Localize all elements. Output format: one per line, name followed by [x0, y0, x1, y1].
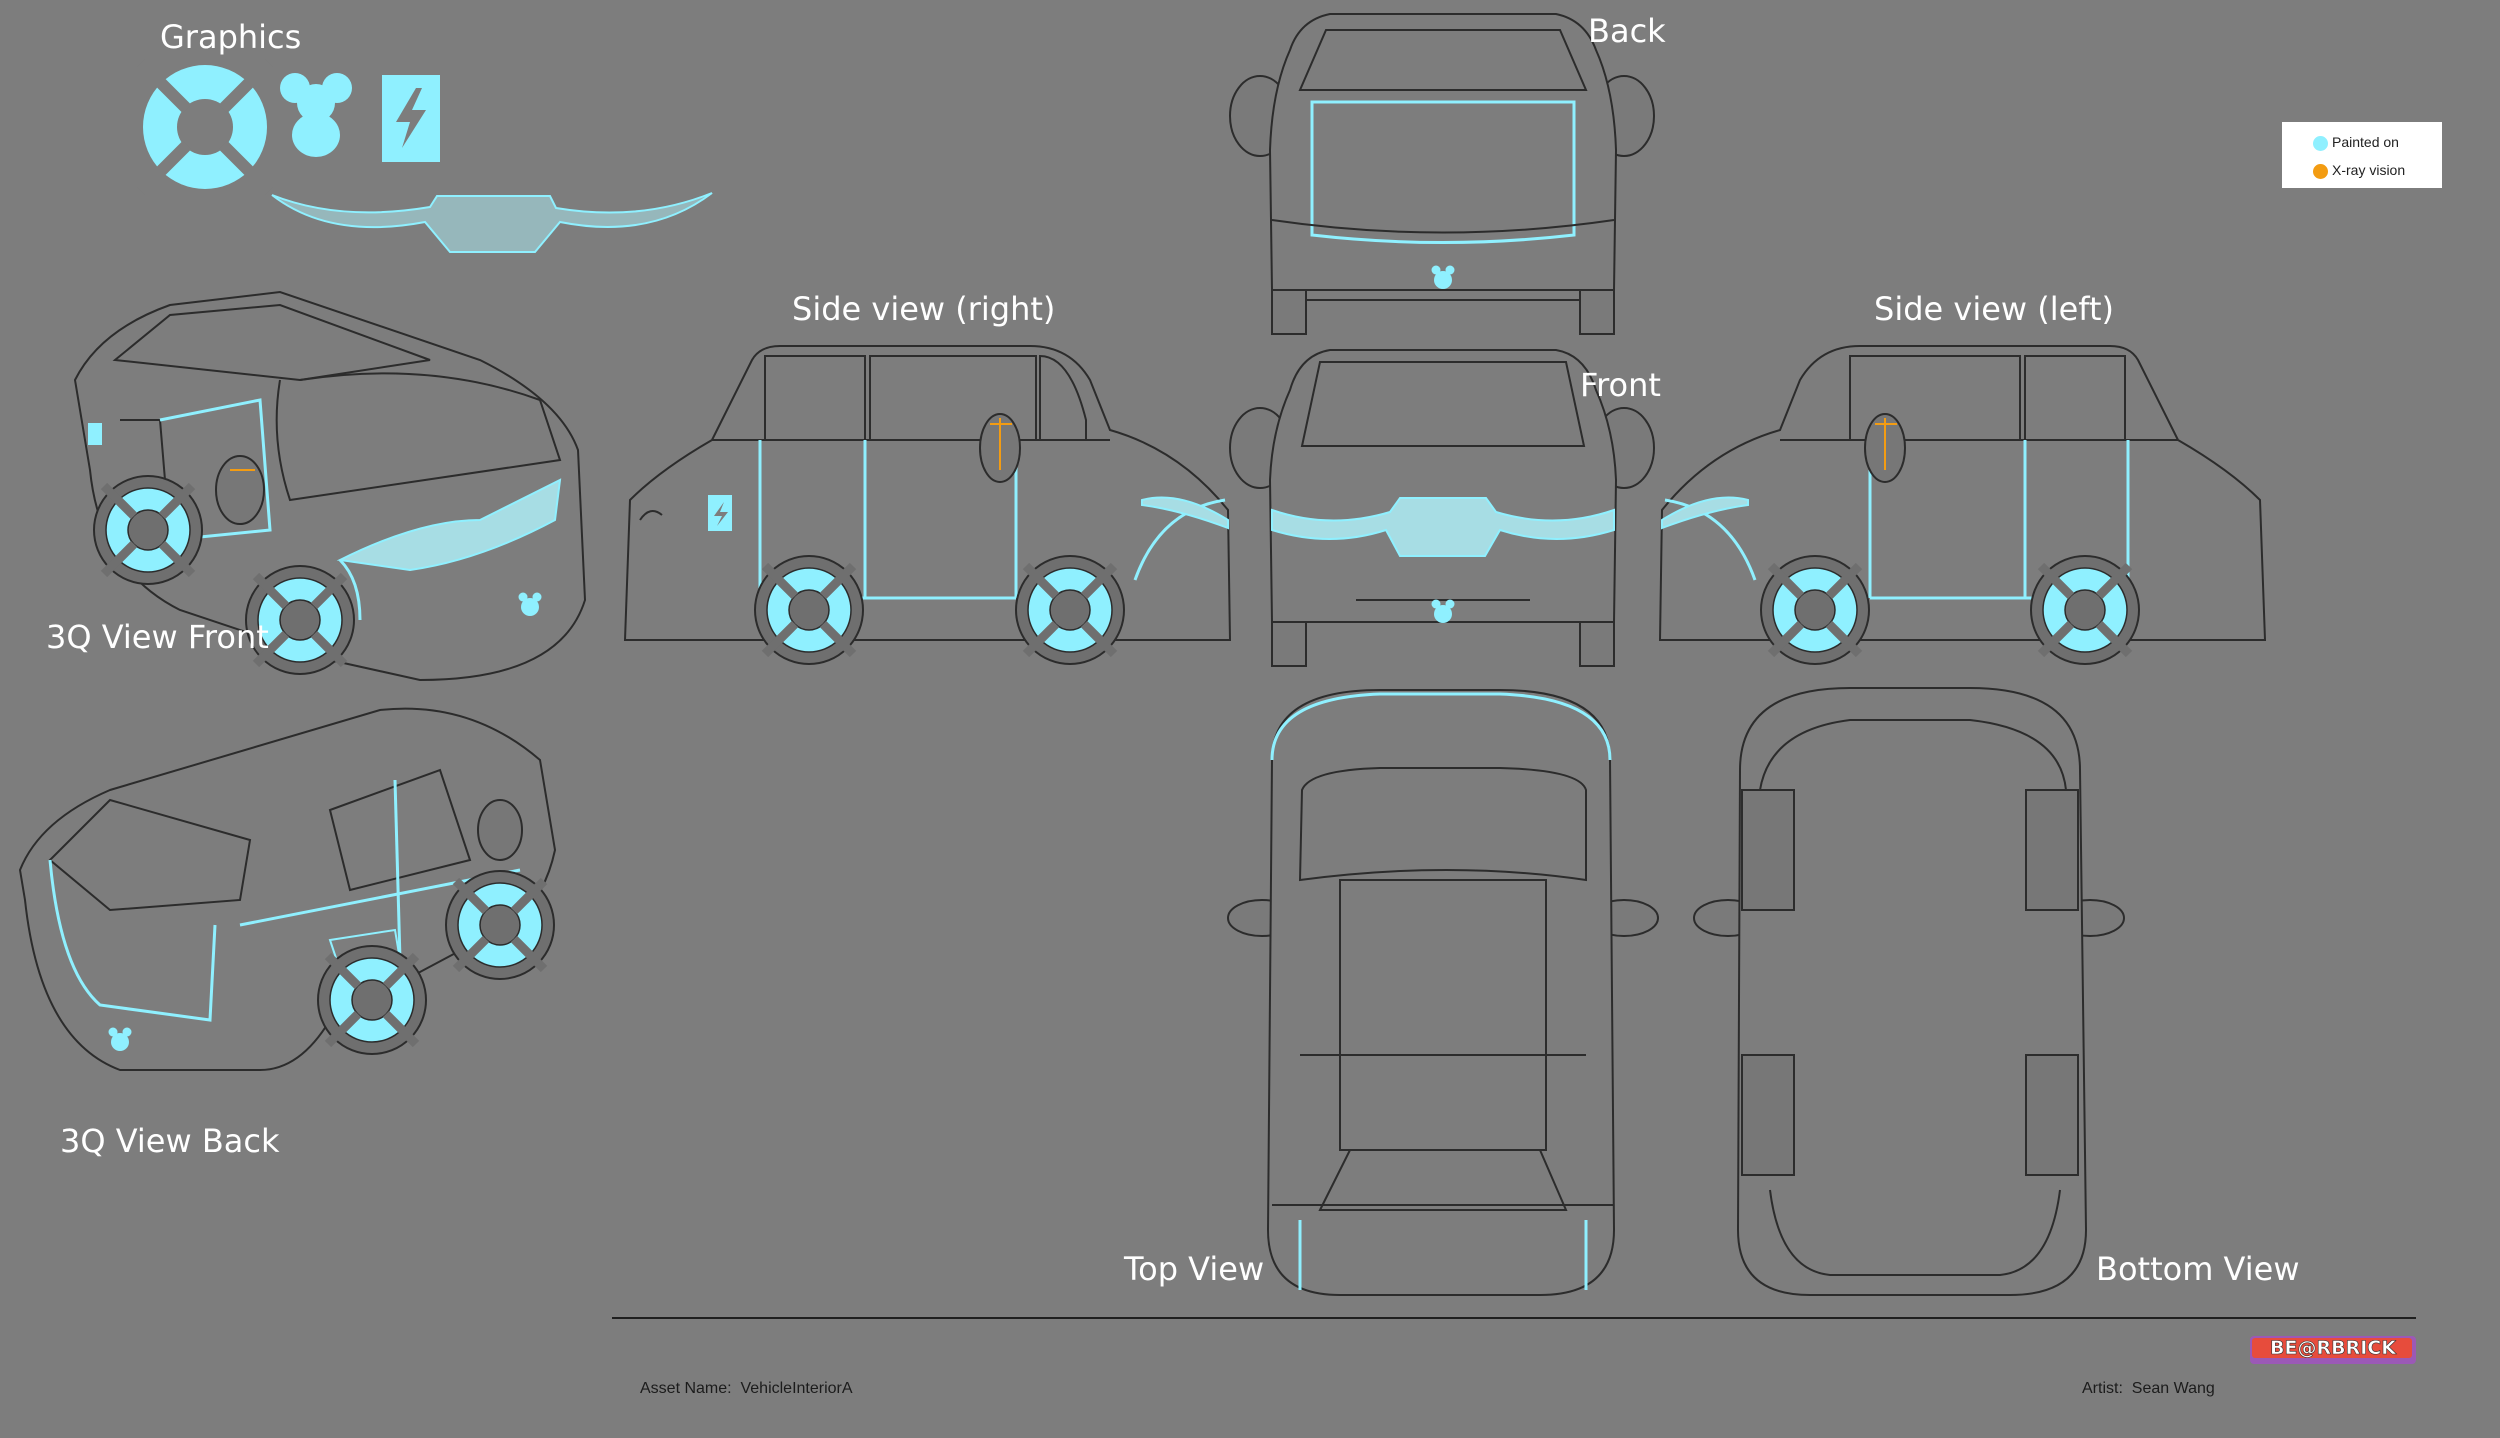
asset-name-label: Asset Name: — [640, 1380, 732, 1397]
svg-text:BE@RBRICK: BE@RBRICK — [2270, 1337, 2397, 1359]
lightning-bolt-icon — [382, 75, 440, 162]
3q-front-rear-wheel-icon — [94, 476, 202, 584]
3q-front-drawing — [73, 290, 587, 682]
bottom-view-drawing — [1693, 687, 2125, 1296]
3q-back-rear-wheel-icon — [318, 946, 426, 1054]
bottom-view-label: Bottom View — [2096, 1250, 2300, 1288]
legend-painted-on-label: Painted on — [2332, 134, 2399, 150]
painted-on-swatch-icon — [2313, 136, 2328, 151]
3q-view-back-label: 3Q View Back — [60, 1122, 280, 1160]
side-view-left-drawing — [1658, 345, 2267, 641]
asset-name: Asset Name: VehicleInteriorA — [640, 1380, 853, 1398]
legend-xray: X-ray vision — [2313, 162, 2406, 179]
asset-name-value: VehicleInteriorA — [740, 1380, 853, 1397]
3q-back-drawing — [18, 707, 557, 1071]
side-view-right-label: Side view (right) — [792, 290, 1056, 328]
front-view-label: Front — [1580, 366, 1661, 404]
side-left-front-wheel-icon — [1761, 556, 1869, 664]
side-view-right-drawing — [623, 345, 1232, 641]
artist-value: Sean Wang — [2131, 1380, 2215, 1397]
top-view-label: Top View — [1124, 1250, 1265, 1288]
side-right-front-wheel-icon — [1016, 556, 1124, 664]
3q-back-front-wheel-icon — [446, 871, 554, 979]
legend-xray-label: X-ray vision — [2332, 162, 2406, 178]
xray-swatch-icon — [2313, 164, 2328, 179]
artist-credit: Artist: Sean Wang — [2082, 1380, 2215, 1398]
legend-painted-on: Painted on — [2313, 134, 2399, 151]
bear-head-icon — [280, 73, 352, 157]
side-right-rear-wheel-icon — [755, 556, 863, 664]
back-view-label: Back — [1588, 12, 1666, 50]
side-left-rear-wheel-icon — [2031, 556, 2139, 664]
legend: Painted on X-ray vision — [2282, 122, 2442, 188]
front-view-drawing — [1229, 349, 1655, 667]
artist-label: Artist: — [2082, 1380, 2123, 1397]
graphics-heading: Graphics — [160, 18, 302, 56]
hood-graphic-icon — [271, 192, 713, 253]
lifebuoy-icon — [136, 58, 274, 196]
side-right-bolt-icon — [714, 502, 728, 526]
3q-view-front-label: 3Q View Front — [46, 618, 269, 656]
back-view-drawing — [1229, 13, 1655, 335]
top-view-drawing — [1227, 689, 1659, 1296]
bearbrick-logo: BE@RBRICK — [2250, 1336, 2416, 1364]
side-view-left-label: Side view (left) — [1874, 290, 2115, 328]
